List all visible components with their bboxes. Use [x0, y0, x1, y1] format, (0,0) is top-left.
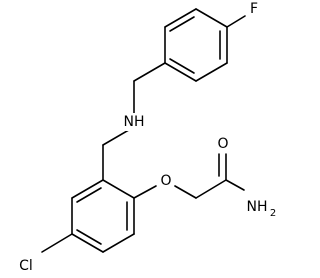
chemical-structure-diagram: F NH O O NH 2 Cl	[12, 0, 277, 274]
ring-top-double-bond	[169, 58, 195, 74]
atom-label-fluorine: F	[248, 0, 261, 18]
fluorine-label: F	[250, 1, 258, 17]
acetamide-side-chain	[133, 153, 245, 199]
chlorophenyl-ring	[41, 179, 135, 253]
ring-bottom-bond	[102, 179, 135, 199]
atom-label-carbonyl-oxygen: O	[215, 135, 231, 153]
ring-bottom-bond	[71, 233, 104, 253]
bond-carbonyl-amide	[225, 179, 245, 191]
bond-ring-ch2	[133, 62, 166, 82]
atom-label-ether-oxygen: O	[159, 172, 173, 190]
bond-f-ring	[226, 15, 246, 28]
ring-top-double-bond	[169, 16, 195, 32]
ring-top-bond	[195, 8, 228, 28]
atom-label-primary-amide: NH 2	[242, 195, 277, 219]
primary-amide-subscript: 2	[270, 208, 276, 219]
ring-bottom-bond	[102, 233, 135, 253]
ring-top-bond	[195, 62, 228, 82]
ring-bottom-double-bond	[76, 229, 102, 245]
atom-label-secondary-amine: NH	[120, 113, 148, 131]
carbonyl-oxygen-label: O	[217, 136, 228, 152]
bond-ring-cl	[41, 233, 73, 253]
ring-bottom-bond	[71, 179, 104, 199]
ether-oxygen-label: O	[160, 173, 171, 189]
bond-ch2-carbonyl-carbon	[195, 179, 227, 199]
ring-top-bond	[164, 62, 197, 82]
atom-label-chlorine: Cl	[12, 256, 40, 274]
secondary-amine-label: NH	[124, 114, 145, 130]
bond-o-ch2	[174, 185, 197, 199]
fluorophenyl-ring	[164, 8, 246, 82]
benzylamine-linker	[102, 62, 166, 181]
ring-top-bond	[164, 8, 197, 28]
bond-ring-o	[133, 185, 157, 199]
chlorine-label: Cl	[19, 258, 33, 274]
ring-bottom-double-bond	[76, 187, 102, 203]
primary-amide-label: NH	[247, 199, 268, 215]
